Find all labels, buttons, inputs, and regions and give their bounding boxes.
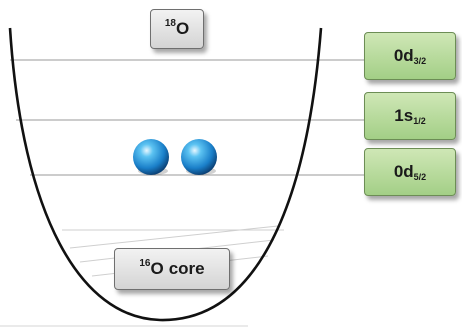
orbital-box-0d3-2: 0 d 3/2 [364,32,456,80]
nucleus-symbol: O [175,19,190,38]
orbital-n: 1 [394,106,404,125]
orbital-j: 5/2 [413,172,427,182]
orbital-n: 0 [393,46,404,65]
valence-neutron [181,139,217,175]
nucleus-mass-number: 18 [164,17,176,29]
core-word: core [168,259,205,278]
core-mass-number: 16 [139,257,151,269]
orbital-j: 1/2 [413,116,426,126]
core-symbol: O [150,259,164,278]
orbital-n: 0 [393,162,404,181]
core-label-box: 16 O core [114,248,230,290]
orbital-j: 3/2 [413,56,427,66]
valence-neutron [133,139,169,175]
nucleus-label-box: 18 O [150,9,204,49]
orbital-box-1s1-2: 1 s 1/2 [364,92,456,140]
orbital-l: d [403,46,414,65]
orbital-box-0d5-2: 0 d 5/2 [364,148,456,196]
potential-well-curve [8,27,323,322]
orbital-l: s [403,106,414,125]
orbital-l: d [403,162,414,181]
